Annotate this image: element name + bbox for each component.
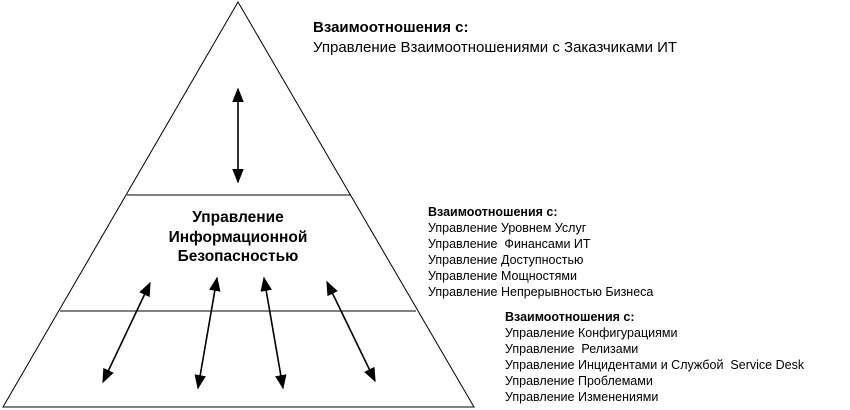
bottom-relations: Взаимоотношения с: Управление Конфигурац… (505, 309, 804, 405)
double-arrow-2 (194, 276, 221, 390)
relation-item: Управление Релизами (505, 342, 639, 356)
relation-item: Управление Изменениями (505, 390, 659, 404)
double-arrow-4 (326, 280, 376, 383)
relation-item: Управление Уровнем Услуг (428, 221, 587, 235)
center-title-line: Безопасностью (177, 248, 299, 265)
relation-item: Управление Финансами ИТ (428, 237, 591, 251)
middle-relations: Взаимоотношения с: Управление Уровнем Ус… (428, 204, 653, 300)
relation-item: Управление Доступностью (428, 253, 584, 267)
middle-relations-heading: Взаимоотношения с: (428, 205, 558, 219)
top-relations: Взаимоотношения с: Управление Взаимоотно… (313, 18, 677, 58)
center-title-line: Управление (192, 209, 284, 226)
double-arrow-1 (102, 281, 151, 384)
bottom-relations-heading: Взаимоотношения с: (505, 310, 635, 324)
relation-item: Управление Мощностями (428, 269, 577, 283)
relation-item: Управление Проблемами (505, 374, 653, 388)
center-title-line: Информационной (168, 228, 308, 246)
relation-item: Управление Конфигурациями (505, 326, 678, 340)
top-relations-heading: Взаимоотношения с: (313, 19, 469, 36)
relation-item: Управление Инцидентами и Службой Service… (505, 358, 805, 372)
double-arrow-3 (260, 276, 287, 390)
relation-item: Управление Непрерывностью Бизнеса (428, 285, 654, 299)
pyramid-outline (2, 1, 475, 408)
center-title: Управление Информационной Безопасностью (138, 208, 338, 267)
relation-item: Управление Взаимоотношениями с Заказчика… (313, 39, 678, 56)
